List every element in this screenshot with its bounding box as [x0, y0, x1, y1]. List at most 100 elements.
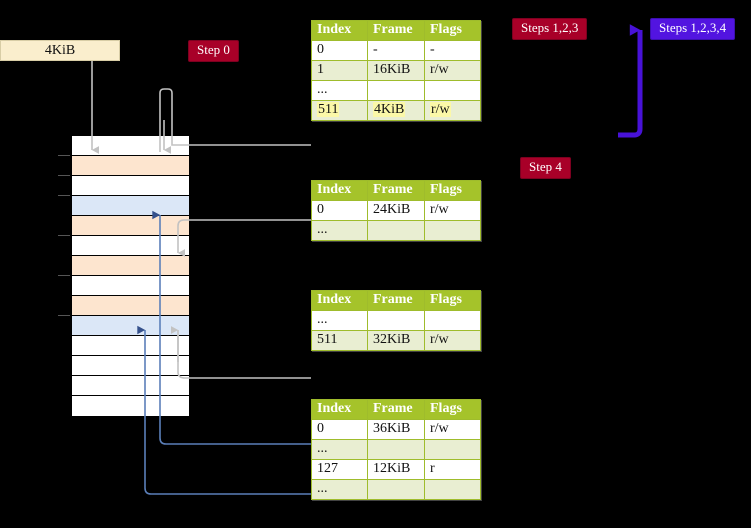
- column-header-flags: Flags: [424, 399, 481, 420]
- column-header-index: Index: [311, 20, 368, 41]
- memory-frame-row: [72, 256, 189, 276]
- cell-index: ...: [311, 80, 368, 101]
- cell-flags: r/w: [424, 100, 481, 121]
- wire-grid-to-pt2: [177, 335, 311, 379]
- memory-frame-row: [72, 156, 189, 176]
- column-header-frame: Frame: [367, 180, 425, 201]
- badge-steps-123: Steps 1,2,3: [513, 19, 587, 39]
- cell-frame: 16KiB: [367, 60, 425, 81]
- cell-frame: 36KiB: [367, 419, 425, 440]
- cell-index: ...: [311, 439, 368, 460]
- grid-tick-mark: [58, 235, 70, 236]
- grid-tick-mark: [58, 155, 70, 156]
- memory-frame-row: [72, 236, 189, 256]
- cell-index: 1: [311, 60, 368, 81]
- frame-size-label: 4KiB: [44, 42, 76, 58]
- memory-frame-row: [72, 396, 189, 416]
- wire-pt1-to-grid: [177, 219, 311, 257]
- cell-frame: 12KiB: [367, 459, 425, 480]
- memory-frame-row: [72, 176, 189, 196]
- table-row: ...: [311, 479, 481, 500]
- cell-index: 0: [311, 200, 368, 221]
- cell-frame: [367, 439, 425, 460]
- grid-tick-mark: [58, 195, 70, 196]
- cell-index: 511: [311, 100, 368, 121]
- memory-frame-row: [72, 336, 189, 356]
- cell-frame: -: [367, 40, 425, 61]
- cell-frame: 32KiB: [367, 330, 425, 351]
- memory-frame-row: [72, 376, 189, 396]
- cell-index: 0: [311, 40, 368, 61]
- cell-index: 511: [311, 330, 368, 351]
- cell-index: 127: [311, 459, 368, 480]
- table-row: ...: [311, 439, 481, 460]
- cell-flags: [424, 439, 481, 460]
- memory-frame-row: [72, 276, 189, 296]
- cell-flags: [424, 479, 481, 500]
- cell-frame: 4KiB: [367, 100, 425, 121]
- memory-frame-row: [72, 316, 189, 336]
- cell-flags: [424, 220, 481, 241]
- badge-steps-1234: Steps 1,2,3,4: [651, 19, 735, 39]
- wire-steps-bracket: [618, 24, 643, 138]
- column-header-frame: Frame: [367, 20, 425, 41]
- cell-index: ...: [311, 220, 368, 241]
- column-header-index: Index: [311, 180, 368, 201]
- memory-frame-row: [72, 356, 189, 376]
- cell-index: ...: [311, 310, 368, 331]
- memory-frame-grid: [71, 135, 190, 416]
- cell-flags: r/w: [424, 419, 481, 440]
- cell-index: 0: [311, 419, 368, 440]
- table-row: ...: [311, 80, 481, 101]
- grid-tick-mark: [58, 315, 70, 316]
- cell-flags: r/w: [424, 60, 481, 81]
- column-header-frame: Frame: [367, 399, 425, 420]
- grid-tick-mark: [58, 175, 70, 176]
- column-header-frame: Frame: [367, 290, 425, 311]
- highlighted-value: 4KiB: [373, 102, 406, 117]
- column-header-index: Index: [311, 290, 368, 311]
- cell-frame: 24KiB: [367, 200, 425, 221]
- highlighted-value: 511: [317, 102, 340, 117]
- column-header-flags: Flags: [424, 290, 481, 311]
- cell-index: ...: [311, 479, 368, 500]
- table-row: ...: [311, 220, 481, 241]
- grid-tick-mark: [58, 275, 70, 276]
- memory-frame-row: [72, 136, 189, 156]
- table-row: 0--: [311, 40, 481, 61]
- memory-frame-row: [72, 216, 189, 236]
- column-header-flags: Flags: [424, 20, 481, 41]
- column-header-index: Index: [311, 399, 368, 420]
- badge-step4: Step 4: [521, 158, 570, 178]
- badge-step0: Step 0: [189, 41, 238, 61]
- cell-frame: [367, 220, 425, 241]
- table-row: 511 4KiB r/w: [311, 100, 481, 121]
- cell-frame: [367, 80, 425, 101]
- table-row: ...: [311, 310, 481, 331]
- cell-frame: [367, 310, 425, 331]
- cell-frame: [367, 479, 425, 500]
- memory-frame-row: [72, 296, 189, 316]
- cell-flags: [424, 310, 481, 331]
- cell-flags: r/w: [424, 200, 481, 221]
- cell-flags: -: [424, 40, 481, 61]
- frame-size-box: 4KiB: [0, 40, 120, 61]
- cell-flags: r: [424, 459, 481, 480]
- highlighted-value: r/w: [430, 102, 451, 117]
- column-header-flags: Flags: [424, 180, 481, 201]
- cell-flags: [424, 80, 481, 101]
- cell-flags: r/w: [424, 330, 481, 351]
